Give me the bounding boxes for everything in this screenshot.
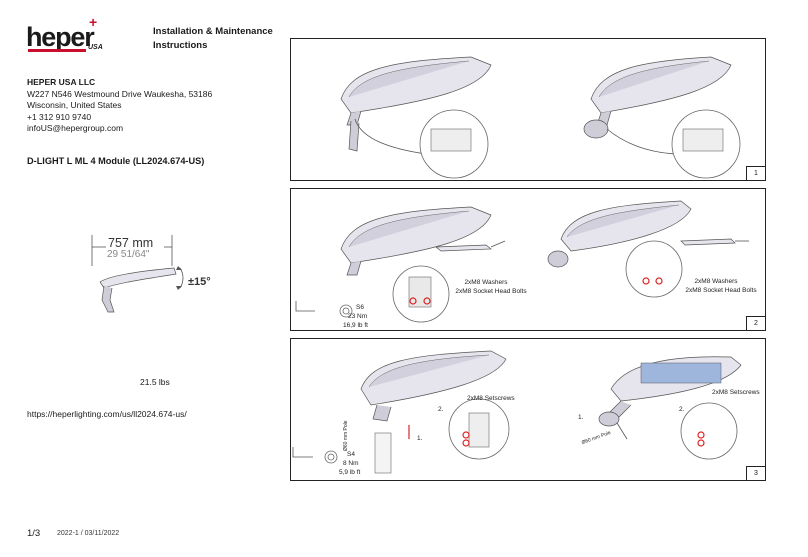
company-info: HEPER USA LLC W227 N546 Westmound Drive … xyxy=(27,77,212,135)
product-model: D-LIGHT L ML 4 Module (LL2024.674-US) xyxy=(27,156,205,166)
company-name: HEPER USA LLC xyxy=(27,77,96,87)
logo-plus-mark: + xyxy=(89,14,98,30)
page-number: 1/3 xyxy=(27,528,41,539)
document-title: Installation & Maintenance Instructions xyxy=(153,26,273,51)
pole-label-a: Ø60 mm Pole xyxy=(343,420,349,451)
heper-logo: heper xyxy=(26,22,95,52)
panel-1-illustration xyxy=(340,56,741,179)
side-view-luminaire-icon xyxy=(91,235,184,313)
washers-label-a: 2xM8 Washers xyxy=(464,279,508,286)
torque-lbft-169: 16,9 lb ft xyxy=(343,322,368,329)
length-mm: 757 mm xyxy=(108,236,154,250)
step-panel-1: 1 xyxy=(290,38,766,181)
panel-number-1: 1 xyxy=(746,166,765,180)
tool-size-s6: S6 xyxy=(356,304,364,311)
setscrews-label-a: 2xM8 Setscrews xyxy=(467,395,515,402)
product-url[interactable]: https://heperlighting.com/us/ll2024.674-… xyxy=(27,409,187,419)
bolts-label-a: 2xM8 Socket Head Bolts xyxy=(455,288,527,295)
revision-date: 2022-1 / 03/11/2022 xyxy=(57,530,120,537)
step-2-label-a: 2. xyxy=(438,406,444,413)
panel-number-3: 3 xyxy=(746,466,765,480)
bolts-label-b: 2xM8 Socket Head Bolts xyxy=(685,287,757,294)
torque-nm-8: 8 Nm xyxy=(343,460,359,467)
product-weight: 21.5 lbs xyxy=(140,377,170,387)
washers-label-b: 2xM8 Washers xyxy=(694,278,738,285)
setscrews-label-b: 2xM8 Setscrews xyxy=(712,389,760,396)
tool-size-s4: S4 xyxy=(347,451,355,458)
step-panel-2: 2xM8 Washers 2xM8 Socket Head Bolts 2xM8… xyxy=(290,188,766,331)
step-panel-3: 2xM8 Setscrews 2xM8 Setscrews 2. 1. 2. 1… xyxy=(290,338,766,481)
torque-nm-23: 23 Nm xyxy=(348,313,368,320)
logo-usa-label: USA xyxy=(88,44,103,51)
step-2-label-b: 2. xyxy=(679,406,685,413)
length-inches: 29 51/64" xyxy=(107,249,150,260)
company-address-2: Wisconsin, United States xyxy=(27,100,122,110)
dimension-drawing: 757 mm 29 51/64" ±15° xyxy=(91,230,272,325)
panel-3-illustration xyxy=(292,350,742,474)
company-phone: +1 312 910 9740 xyxy=(27,111,92,122)
company-email: infoUS@hepergroup.com xyxy=(27,123,124,133)
panel-number-2: 2 xyxy=(746,316,765,330)
company-address-1: W227 N546 Westmound Drive Waukesha, 5318… xyxy=(27,88,213,99)
step-1-label-a: 1. xyxy=(417,435,423,442)
logo-underline xyxy=(28,49,86,52)
step-1-label-b: 1. xyxy=(578,414,584,421)
tilt-angle: ±15° xyxy=(188,276,211,288)
torque-lbft-59: 5,9 lb ft xyxy=(339,469,361,476)
panel-2-illustration xyxy=(295,200,749,323)
